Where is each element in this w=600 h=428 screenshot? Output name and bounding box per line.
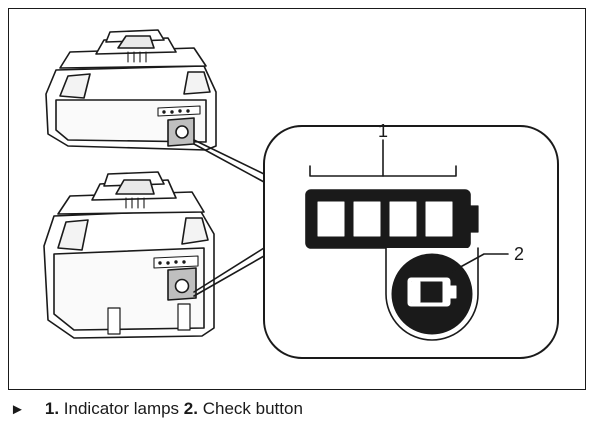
indicator-lamps-icon — [305, 139, 479, 249]
caption-number-1: 1. — [44, 399, 60, 418]
battery-illustration: 1 2 — [43, 29, 559, 359]
callout-1-number: 1 — [378, 121, 388, 141]
callout-2-number: 2 — [514, 244, 524, 264]
battery-pack-bottom — [43, 171, 215, 339]
check-button-icon — [167, 117, 195, 147]
battery-pack-top — [45, 29, 217, 151]
zoom-leader-lines — [193, 139, 265, 297]
caption-label-2: Check button — [202, 399, 303, 418]
caption-arrow-icon: ► — [10, 401, 25, 418]
battery-low-icon — [407, 277, 457, 307]
figure-caption: ► 1. Indicator lamps 2. Check button — [10, 397, 303, 421]
check-button-enlarged — [385, 247, 509, 341]
caption-number-2: 2. — [183, 399, 198, 418]
check-button-icon — [167, 267, 197, 301]
caption-label-1: Indicator lamps — [63, 399, 180, 418]
